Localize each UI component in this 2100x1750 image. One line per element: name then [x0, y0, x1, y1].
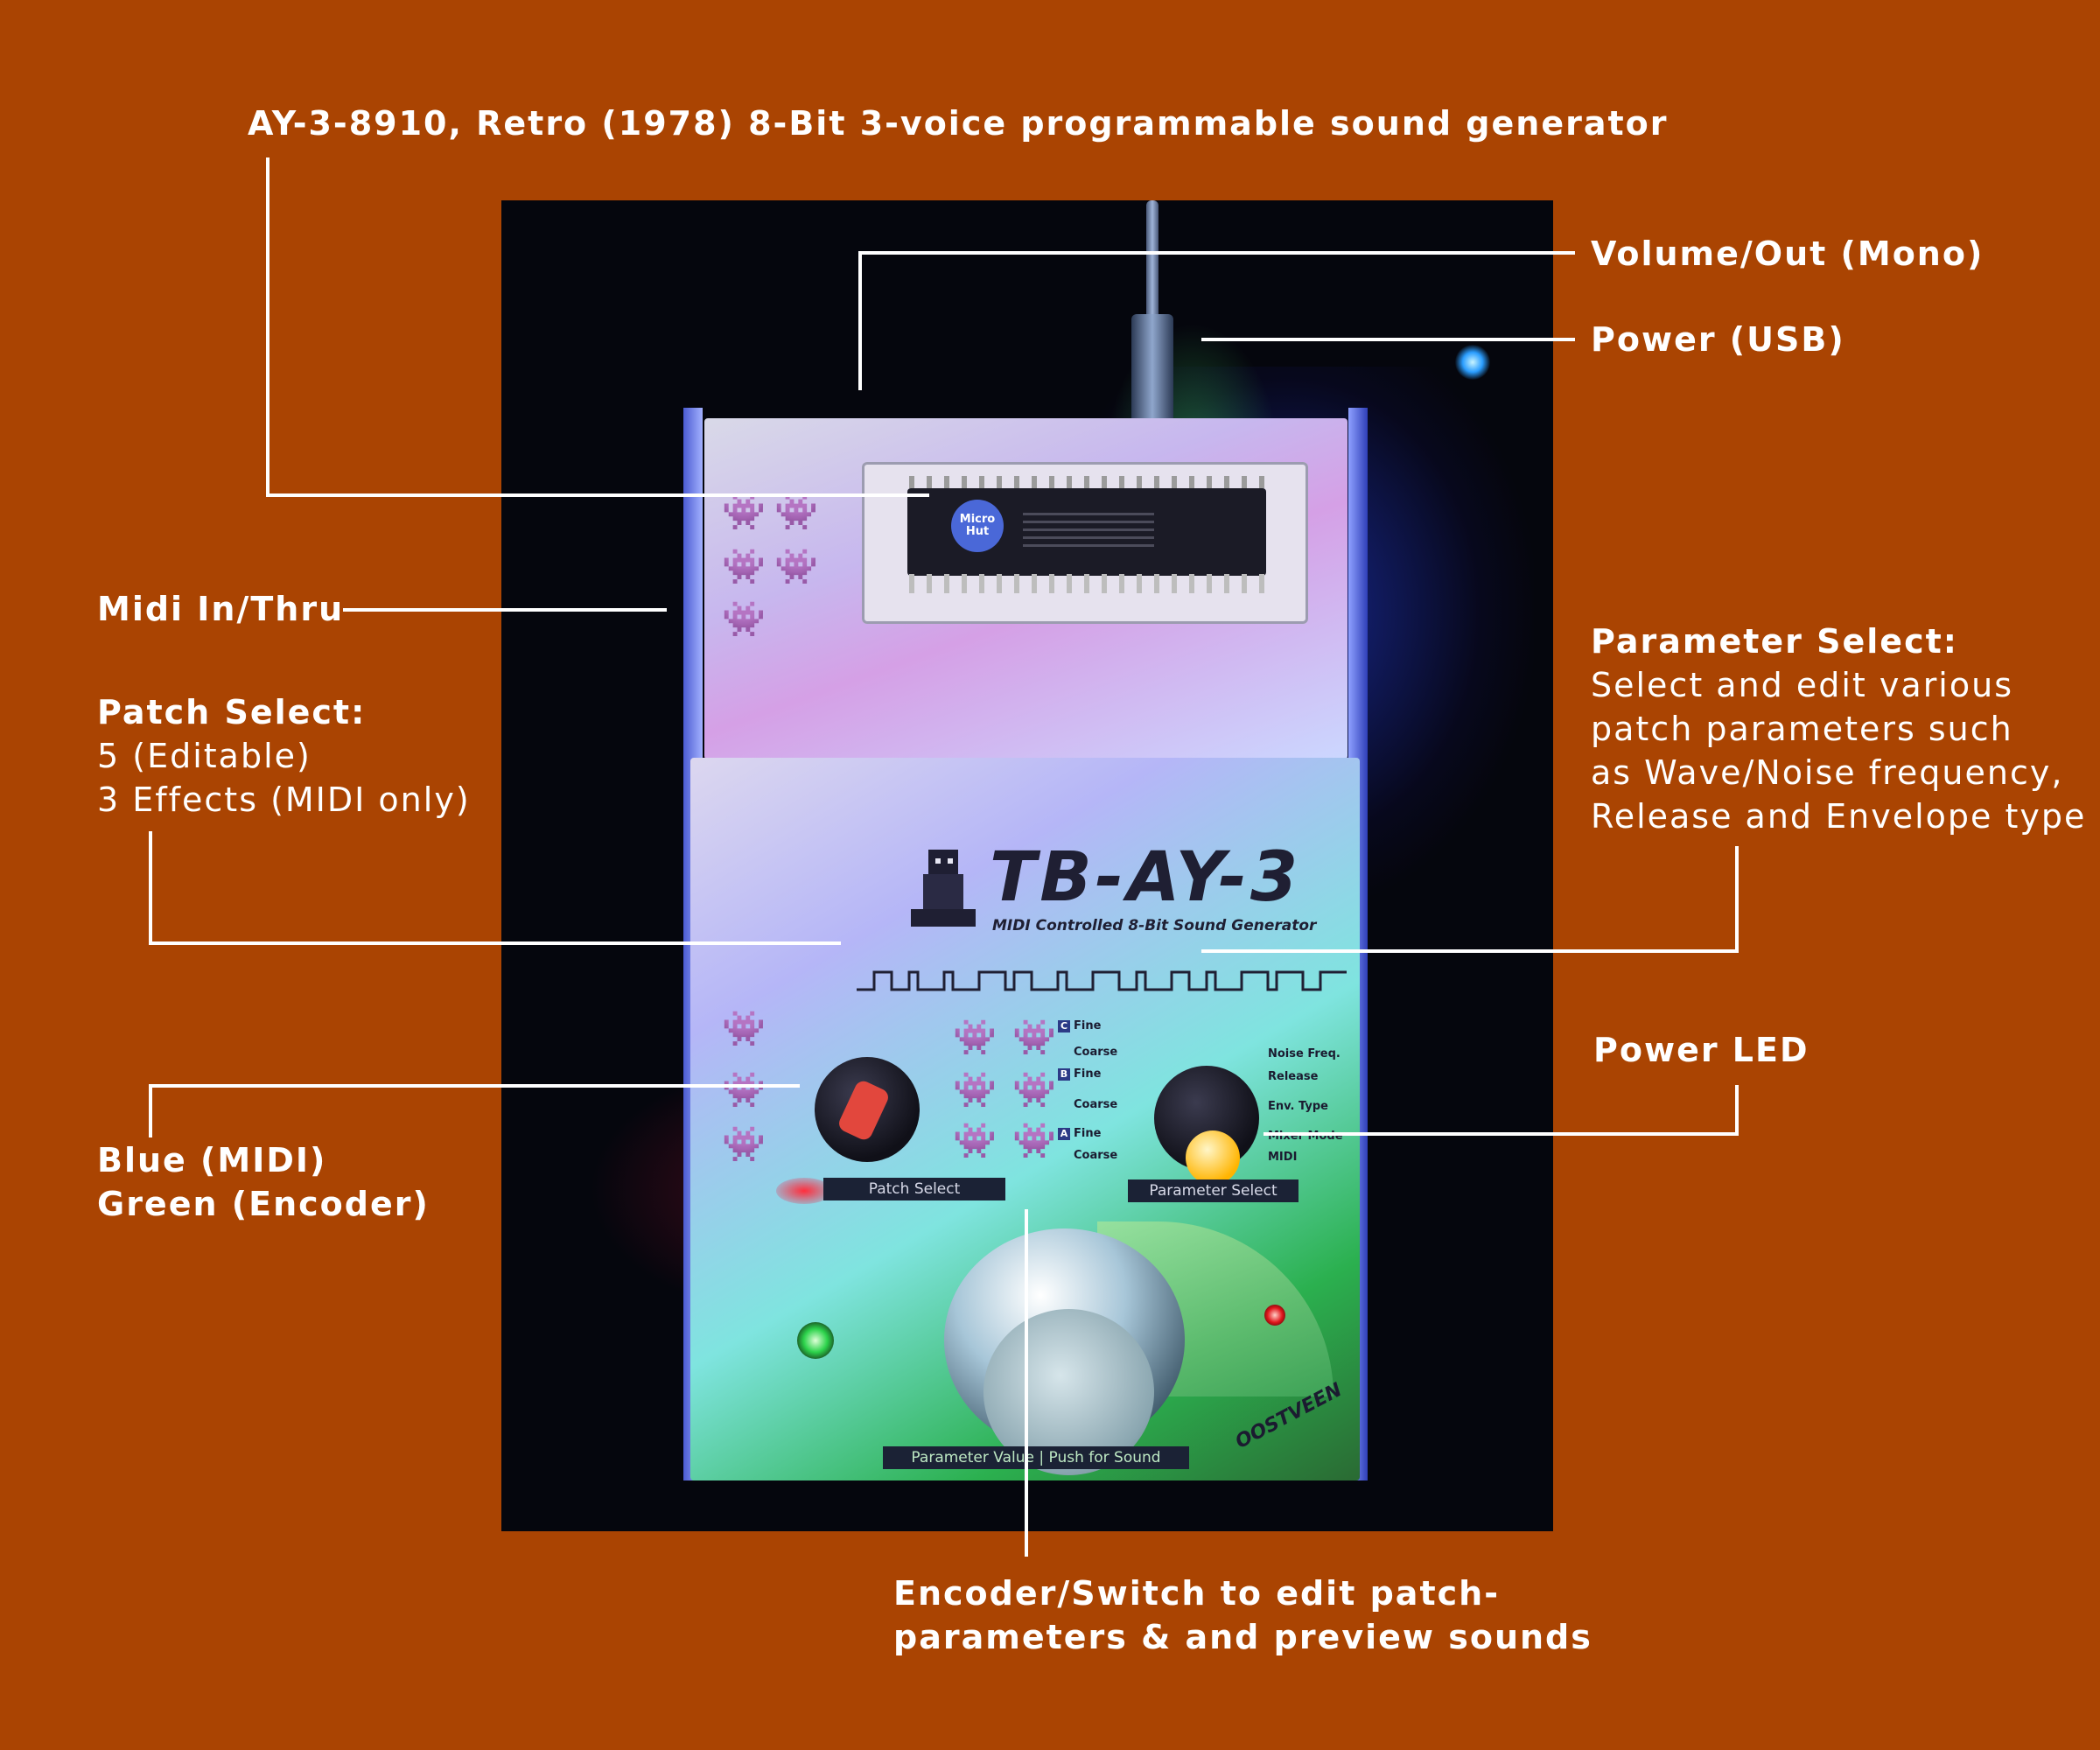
chip-markings [1023, 513, 1154, 548]
invader-icon: 👾 [953, 1018, 997, 1058]
chip-pins-bottom [909, 574, 1266, 593]
invader-icon: 👾 [1012, 1121, 1056, 1161]
param-noise-freq: Noise Freq. [1268, 1047, 1340, 1060]
channel-c-fine: Fine [1074, 1019, 1102, 1032]
invader-icon: 👾 [953, 1070, 997, 1110]
invader-icon: 👾 [1012, 1018, 1056, 1058]
power-led-leader [1264, 1085, 1739, 1136]
invader-icon: 👾 [722, 493, 766, 533]
pixel-mascot-icon [911, 850, 976, 927]
channel-a-fine: Fine [1074, 1127, 1102, 1140]
usb-cable [1146, 200, 1158, 332]
param-env-type: Env. Type [1268, 1100, 1328, 1113]
parameter-select-plate: Parameter Select [1128, 1180, 1298, 1202]
encoder-plate: Parameter Value | Push for Sound [883, 1446, 1189, 1469]
invader-icon: 👾 [722, 599, 766, 640]
param-midi: MIDI [1268, 1151, 1298, 1164]
channel-b-fine: Fine [1074, 1068, 1102, 1081]
red-led-glow [776, 1178, 832, 1204]
volume-out-label: Volume/Out (Mono) [1591, 234, 1984, 273]
device-logo: TB-AY-3 [990, 838, 1302, 917]
channel-c-box: C [1058, 1020, 1070, 1032]
invader-icon: 👾 [774, 493, 818, 533]
parameter-select-label: Parameter Select: Select and edit variou… [1591, 622, 2087, 836]
invader-icon: 👾 [722, 547, 766, 587]
invader-icon: 👾 [722, 1070, 766, 1110]
midi-led-leader [149, 1084, 800, 1138]
invader-icon: 👾 [953, 1121, 997, 1161]
channel-a-box: A [1058, 1128, 1070, 1140]
device-subtitle: MIDI Controlled 8-Bit Sound Generator [992, 917, 1317, 934]
chip-sticker: Micro Hut [951, 500, 1004, 552]
midi-led-label: Blue (MIDI) Green (Encoder) [97, 1141, 430, 1223]
chip-label: AY-3-8910, Retro (1978) 8-Bit 3-voice pr… [248, 104, 1669, 143]
parameter-leader [1201, 846, 1739, 953]
invader-icon: 👾 [722, 1009, 766, 1049]
device-photo: Micro Hut 👾 👾 👾 👾 👾 👾 👾 👾 👾 👾 👾 👾 👾 👾 [501, 200, 1553, 1531]
param-release: Release [1268, 1070, 1319, 1083]
parameter-list: C Fine Coarse B Fine Coarse A Fine Coars… [1058, 1020, 1364, 1169]
invader-icon: 👾 [774, 547, 818, 587]
invader-icon: 👾 [722, 1124, 766, 1165]
power-led [1264, 1305, 1285, 1326]
patch-leader [149, 831, 841, 945]
power-usb-label: Power (USB) [1591, 320, 1845, 359]
parameter-knob-cap [1186, 1130, 1240, 1185]
channel-b-box: B [1058, 1068, 1070, 1081]
channel-a-coarse: Coarse [1074, 1149, 1118, 1162]
background-blue-led [1455, 345, 1490, 380]
square-wave-graphic [857, 970, 1347, 991]
chip-pins-top [909, 476, 1266, 488]
patch-select-plate: Patch Select [823, 1178, 1005, 1200]
channel-c-coarse: Coarse [1074, 1046, 1118, 1059]
channel-b-coarse: Coarse [1074, 1098, 1118, 1111]
midi-in-thru-label: Midi In/Thru [97, 590, 345, 628]
midi-encoder-led [797, 1322, 834, 1359]
tb-ay-3-device: Micro Hut 👾 👾 👾 👾 👾 👾 👾 👾 👾 👾 👾 👾 👾 👾 [683, 408, 1368, 1480]
usb-plug [1131, 314, 1173, 437]
power-led-label: Power LED [1593, 1031, 1810, 1069]
encoder-label: Encoder/Switch to edit patch- parameters… [893, 1574, 1592, 1656]
volume-leader [858, 251, 1575, 390]
invader-icon: 👾 [1012, 1070, 1056, 1110]
patch-select-label: Patch Select: 5 (Editable) 3 Effects (MI… [97, 693, 471, 819]
chip-leader [266, 158, 929, 497]
